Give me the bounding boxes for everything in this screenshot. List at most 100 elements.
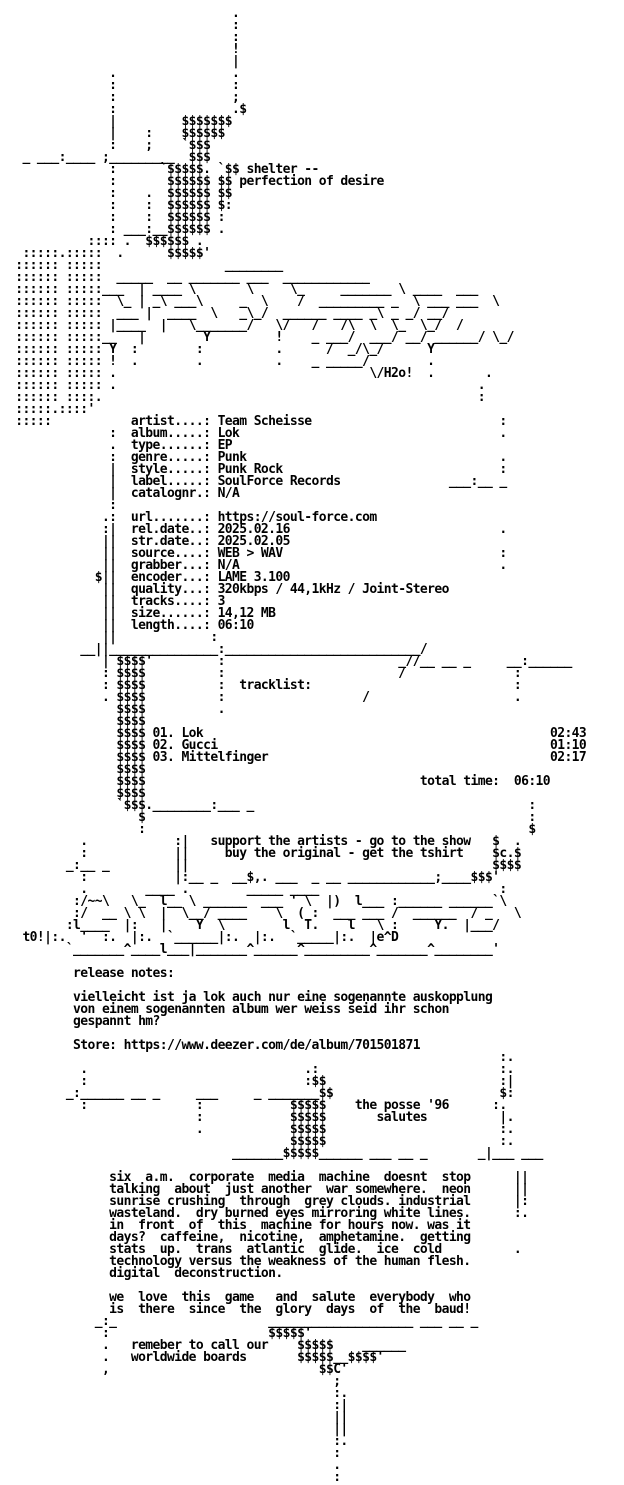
nfo-line: || : [8, 630, 218, 645]
nfo-line: .: url.......: https://soul-force.com [8, 510, 377, 525]
nfo-line: ! [8, 42, 240, 57]
nfo-line: || length....: 06:10 [8, 618, 254, 633]
nfo-line: is there since the glory days of the bau… [8, 1302, 471, 1317]
nfo-line: sunrise crushing through grey clouds. in… [8, 1194, 529, 1209]
nfo-line: :| [8, 1398, 348, 1413]
nfo-line: : [8, 18, 240, 33]
nfo-line: : $$$$$ salutes |. [8, 1110, 515, 1125]
nfo-line: : : $$$$$$ : [8, 210, 225, 225]
nfo-line: $ : [8, 810, 536, 825]
nfo-line: `$$$.________:___ _ : [8, 798, 536, 813]
nfo-line: :::::: ::::: ! . . . _ _____/ . [8, 354, 435, 369]
nfo-line: days? caffeine, nicotine, amphetamine. g… [8, 1230, 471, 1245]
nfo-line: . $$$$ : / . [8, 690, 522, 705]
nfo-line: :::::: ::::: . \/H2o! . . [8, 366, 493, 381]
nfo-line: we love this game and salute everybody w… [8, 1290, 471, 1305]
nfo-line: in front of this machine for hours now. … [8, 1218, 471, 1233]
nfo-line: wasteland. dry burned eyes mirroring whi… [8, 1206, 529, 1221]
nfo-ascii-art: . : : ! | . . : : [8, 6, 587, 1484]
nfo-line: | catalognr.: N/A [8, 486, 240, 501]
nfo-line: :::::: ::::: Y : : . / _/\_/ Y [8, 342, 435, 357]
nfo-line: _:_ ____________________ ___ __ _ [8, 1314, 479, 1329]
nfo-line: _ ___:____ ;_________ $$$ [8, 150, 211, 165]
nfo-line: : : [8, 78, 240, 93]
nfo-line: : genre.....: Punk . [8, 450, 507, 465]
nfo-line: _:______ __ _ ___ _ _______$$ $: [8, 1086, 515, 1101]
nfo-line: $$$$ 03. Mittelfinger 02:17 [8, 750, 587, 765]
nfo-line: six a.m. corporate media machine doesnt … [8, 1170, 529, 1185]
nfo-line: $$$$ [8, 714, 146, 729]
nfo-line: :::::: ::::: _____ __ _______ ___ ______… [8, 270, 370, 285]
nfo-line: || [8, 1422, 348, 1437]
nfo-line: : $$$$ : tracklist: : [8, 678, 522, 693]
nfo-line: t0!|:. ' :. |:. `______|:. |:. `_____|:.… [8, 930, 399, 945]
nfo-line: : ___:__$$$$$$ . [8, 222, 225, 237]
nfo-line: $$$$ total time: 06:10 [8, 774, 551, 789]
nfo-line: || grabber...: N/A . [8, 558, 507, 573]
nfo-line: :. [8, 1434, 348, 1449]
nfo-line: : [8, 1446, 341, 1461]
nfo-line: . remeber to call our $$$$$ ______ [8, 1338, 406, 1353]
nfo-line: ::::: artist....: Team Scheisse : [8, 414, 507, 429]
nfo-line: :::::.::::: . $$$$$' [8, 246, 211, 261]
nfo-line: : $$$$$' [8, 1326, 312, 1341]
nfo-line: : ; [8, 90, 240, 105]
nfo-line: || [8, 1410, 348, 1425]
nfo-line: . $$$$$ :. [8, 1122, 515, 1137]
nfo-line: . [8, 6, 240, 21]
nfo-line: | [8, 54, 240, 69]
nfo-line: | : $$$$$$ [8, 126, 225, 141]
nfo-line: $$$$ 02. Gucci 01:10 [8, 738, 587, 753]
nfo-line: . :| support the artists - go to the sho… [8, 834, 522, 849]
nfo-line: $$$$ [8, 786, 146, 801]
nfo-line: . worldwide boards $$$$$__$$$$' [8, 1350, 384, 1365]
nfo-line: :| rel.date..: 2025.02.16 . [8, 522, 507, 537]
nfo-line: : ; `$$$ [8, 138, 211, 153]
nfo-line: : $$$$ : / : [8, 666, 522, 681]
nfo-line: stats up. trans atlantic glide. ice cold… [8, 1242, 522, 1257]
nfo-line: : .$ [8, 102, 247, 117]
nfo-line: ; [8, 1374, 341, 1389]
nfo-line: || size......: 14,12 MB [8, 606, 276, 621]
nfo-line: vielleicht ist ja lok auch nur eine soge… [8, 990, 493, 1005]
nfo-line: :::::: ::::: \_ | _\ ___\ _ \ / ________… [8, 294, 500, 309]
nfo-line: || quality...: 320kbps / 44,1kHz / Joint… [8, 582, 449, 597]
nfo-line: _______$$$$$______ ___ __ _ _|___ ___ [8, 1146, 543, 1161]
nfo-line: | $$$$' : _//__ __ _ __:______ [8, 654, 572, 669]
nfo-line: $$$$$ :. [8, 1134, 515, 1149]
nfo-line: : :$$ :| [8, 1074, 514, 1089]
nfo-line: :::::: ::::. : [8, 390, 485, 405]
nfo-line: __||_______________:____________________… [8, 642, 428, 657]
nfo-line: | $$$$$$$ [8, 114, 233, 129]
nfo-line: :::::: ::::: ___ | ____ \ _\_/ ______ __… [8, 306, 449, 321]
nfo-line: :/ __ \ \ | \__/ ____ \ ( : ___ ___ / __… [8, 906, 522, 921]
nfo-line: von einem sogenannten album wer weiss se… [8, 1002, 449, 1017]
nfo-line: : [8, 498, 117, 513]
nfo-line: :. [8, 1050, 514, 1065]
nfo-line: :l____ |: | Y \ l T. l \ : Y. |___/ [8, 918, 500, 933]
nfo-line: :::::: ::::: ________ [8, 258, 283, 273]
nfo-line: | style.....: Punk Rock : [8, 462, 507, 477]
nfo-line: . .: :. [8, 1062, 514, 1077]
nfo-line: . [8, 1458, 341, 1473]
nfo-line: :::: . $$$$$$ . [8, 234, 204, 249]
nfo-line: || str.date..: 2025.02.05 [8, 534, 291, 549]
nfo-line: $$$$ [8, 762, 146, 777]
nfo-line: digital deconstruction. [8, 1266, 283, 1281]
nfo-line: $$$$ . [8, 702, 225, 717]
nfo-line: : |:__ _ __$,. ___ _ __ ____________;___… [8, 870, 500, 885]
nfo-line: :::::: ::::: . . [8, 378, 485, 393]
nfo-line: :::::: :::::___ | ____ \ \ \_ _______ \ … [8, 282, 478, 297]
nfo-line: gespannt hm? [8, 1014, 160, 1029]
nfo-line: :::::: :::::__ | Y ! _ ___/ ___/ __/ ___… [8, 330, 514, 345]
nfo-line: technology versus the weakness of the hu… [8, 1254, 471, 1269]
nfo-line: : || buy the original - get the tshirt $… [8, 846, 522, 861]
nfo-line: :::::: ::::: |____ | \_______/ \/ / /\ \… [8, 318, 464, 333]
nfo-line: Store: https://www.deezer.com/de/album/7… [8, 1038, 420, 1053]
nfo-line: :. [8, 1386, 348, 1401]
nfo-line: | label.....: SoulForce Records ___:__ _ [8, 474, 507, 489]
nfo-line: : album.....: Lok . [8, 426, 507, 441]
nfo-line: . . [8, 66, 240, 81]
nfo-line: : $$$$$$ $$ perfection of desire [8, 174, 384, 189]
nfo-line: _:__ _ || $$$$ [8, 858, 522, 873]
